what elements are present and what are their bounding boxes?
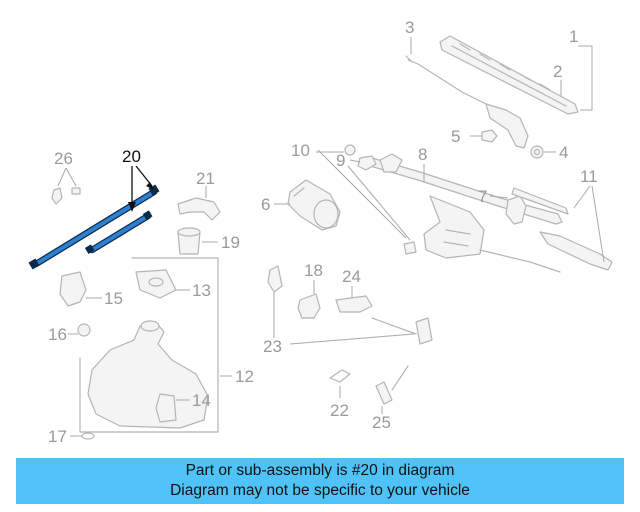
callout-7: 7: [478, 187, 509, 206]
callout-10: 10: [291, 141, 407, 239]
svg-text:9: 9: [336, 151, 345, 170]
svg-text:23: 23: [263, 337, 282, 356]
callout-20: 20: [122, 147, 154, 212]
svg-text:20: 20: [122, 147, 141, 166]
callout-8: 8: [418, 145, 427, 182]
svg-text:2: 2: [553, 62, 562, 81]
callout-11: 11: [573, 167, 605, 263]
part-12-washer-reservoir: 12: [79, 257, 254, 433]
info-banner: Part or sub-assembly is #20 in diagram D…: [16, 458, 624, 504]
svg-text:25: 25: [372, 413, 391, 432]
part-5-nut: 5: [451, 127, 498, 146]
part-15-washer-pump: 15: [59, 271, 123, 308]
svg-text:4: 4: [559, 143, 568, 162]
part-16-grommet: 16: [48, 323, 91, 344]
part-25-hose-end: 25: [372, 365, 409, 432]
svg-text:19: 19: [221, 233, 240, 252]
svg-text:26: 26: [54, 149, 73, 168]
part-20-washer-hose: [28, 184, 160, 270]
svg-text:24: 24: [342, 267, 361, 286]
svg-text:22: 22: [330, 401, 349, 420]
callout-3: 3: [405, 18, 414, 54]
part-19-cap: 19: [177, 227, 240, 255]
svg-text:5: 5: [451, 127, 460, 146]
svg-text:11: 11: [580, 167, 598, 186]
callout-1: 1: [569, 27, 593, 111]
part-22-connector: 22: [329, 369, 351, 420]
svg-text:13: 13: [192, 281, 211, 300]
part-17-seal: 17: [48, 427, 95, 446]
svg-text:18: 18: [304, 261, 323, 280]
part-4-washer: 4: [530, 143, 568, 162]
part-14-filter: 14: [155, 391, 211, 423]
svg-text:15: 15: [104, 289, 123, 308]
svg-text:21: 21: [196, 169, 215, 188]
callout-2: 2: [553, 62, 562, 96]
svg-text:6: 6: [261, 195, 270, 214]
callout-9: 9: [336, 151, 411, 241]
svg-text:1: 1: [569, 27, 578, 46]
part-13-bracket: 13: [135, 269, 211, 300]
wiper-linkage: [357, 153, 613, 273]
svg-text:8: 8: [418, 145, 427, 164]
banner-line-1: Part or sub-assembly is #20 in diagram: [185, 462, 455, 479]
part-21-elbow-hose: 21: [177, 169, 221, 221]
part-18-clip: 18: [297, 261, 323, 319]
part-24-cover: 24: [335, 267, 373, 313]
part-26-clips: 26: [51, 149, 81, 205]
svg-text:14: 14: [192, 391, 211, 410]
svg-text:7: 7: [478, 187, 487, 206]
wiper-blade-assembly: [405, 35, 579, 149]
part-23-nozzle: 23: [263, 265, 433, 356]
banner-line-2: Diagram may not be specific to your vehi…: [170, 482, 470, 499]
svg-text:17: 17: [48, 427, 67, 446]
svg-text:10: 10: [291, 141, 310, 160]
svg-text:16: 16: [48, 325, 67, 344]
part-6-wiper-motor: 6: [261, 179, 341, 231]
svg-text:3: 3: [405, 18, 414, 37]
svg-text:12: 12: [235, 367, 254, 386]
